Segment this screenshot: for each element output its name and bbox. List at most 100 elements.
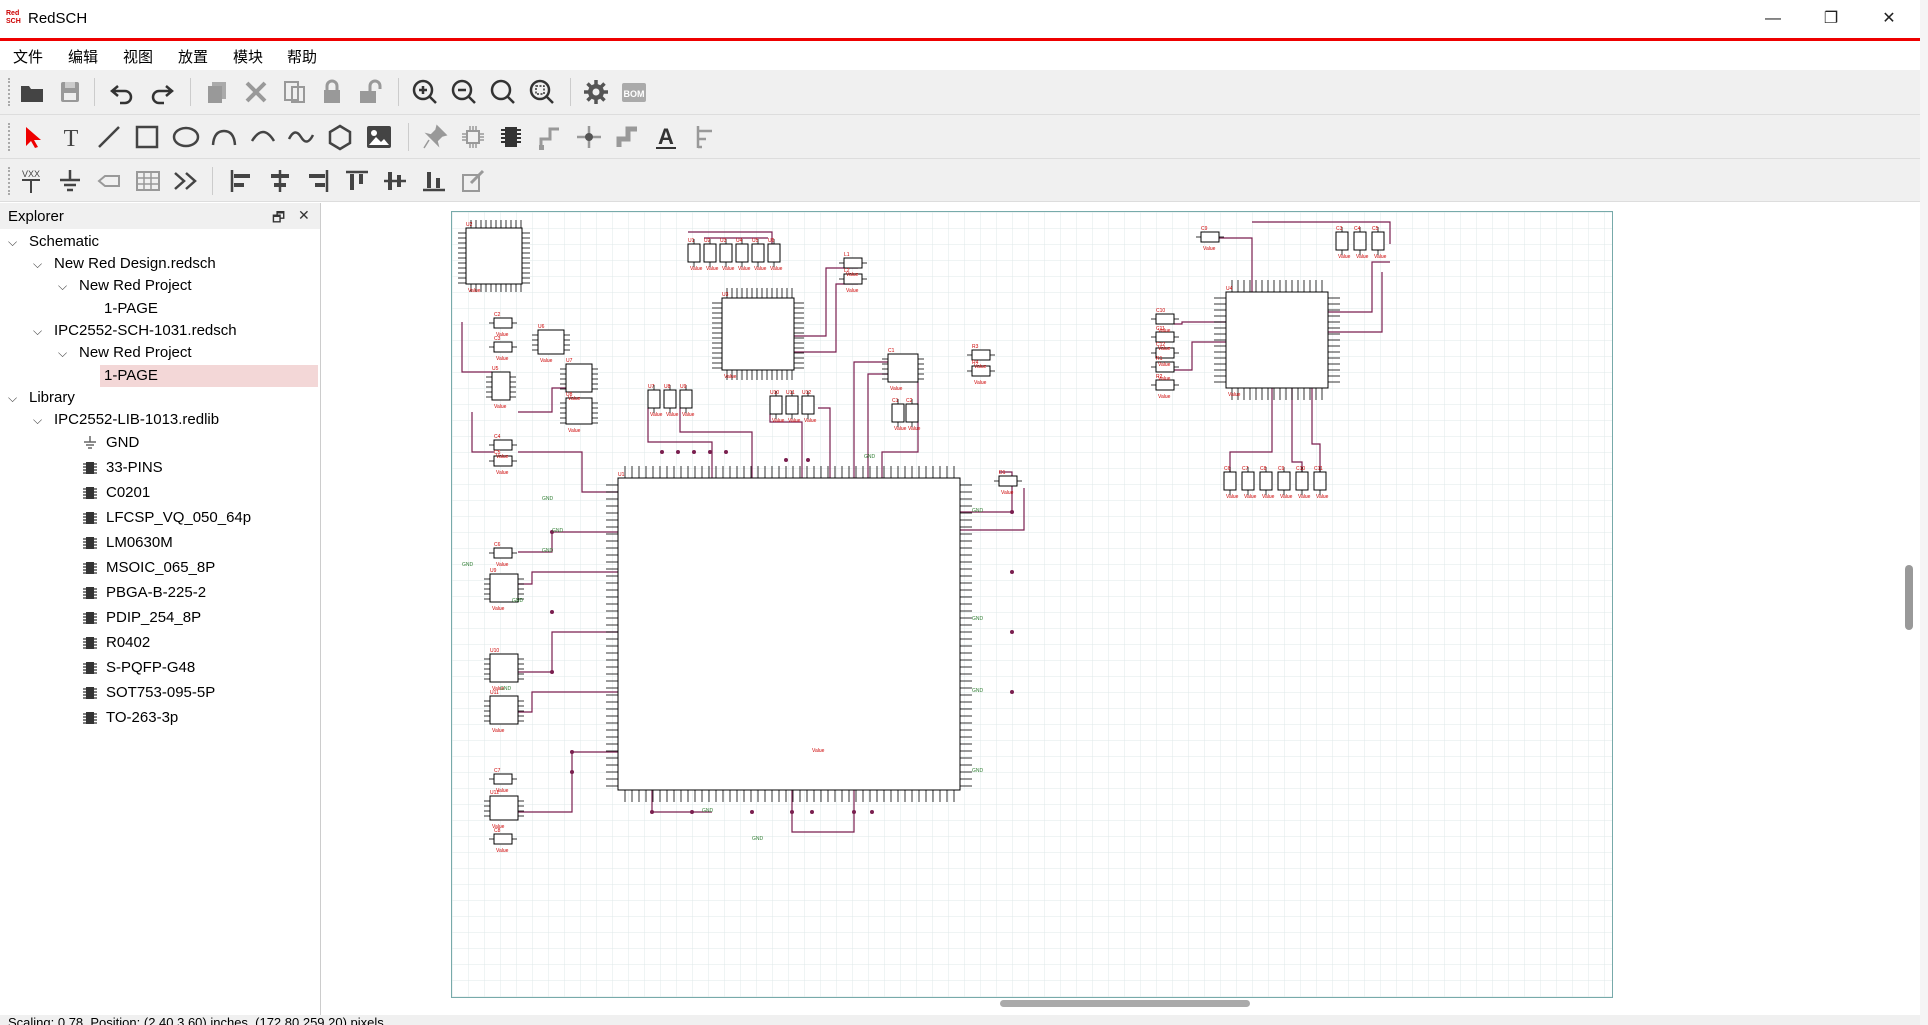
component[interactable] [801, 395, 815, 415]
toolbar-grip[interactable] [8, 123, 14, 151]
lock-icon[interactable] [316, 76, 348, 108]
pin-icon[interactable] [419, 121, 451, 153]
menu-view[interactable]: 视图 [123, 49, 154, 66]
tree-page-2-selected[interactable]: 1-PAGE [100, 365, 318, 387]
chevron-down-icon[interactable]: ⌵ [33, 413, 43, 427]
component[interactable] [679, 389, 693, 409]
bus-entry-icon[interactable] [690, 121, 722, 153]
component[interactable] [493, 833, 513, 845]
copy-icon[interactable] [201, 76, 233, 108]
component[interactable] [617, 477, 961, 791]
zoom-out-icon[interactable] [448, 76, 480, 108]
component[interactable] [663, 389, 677, 409]
chevron-down-icon[interactable]: ⌵ [58, 279, 68, 293]
component[interactable] [905, 403, 919, 423]
tree-design-1[interactable]: New Red Design.redsch [54, 255, 216, 272]
chevron-down-icon[interactable]: ⌵ [33, 324, 43, 338]
component[interactable] [1241, 471, 1255, 491]
horizontal-scrollbar[interactable] [1000, 1000, 1250, 1007]
component[interactable] [489, 653, 519, 683]
ground-icon[interactable] [54, 165, 86, 197]
component[interactable] [1371, 231, 1385, 251]
bezier-tool-icon[interactable] [285, 121, 317, 153]
component[interactable] [891, 403, 905, 423]
component[interactable] [491, 371, 511, 401]
align-center-h-icon[interactable] [264, 165, 296, 197]
tree-library-file[interactable]: IPC2552-LIB-1013.redlib [54, 411, 220, 428]
tree-schematic[interactable]: Schematic [29, 233, 100, 250]
lib-item[interactable]: R0402 [82, 632, 150, 654]
save-icon[interactable] [54, 76, 86, 108]
component[interactable] [998, 475, 1018, 487]
lib-item[interactable]: MSOIC_065_8P [82, 557, 215, 579]
component[interactable] [1155, 313, 1175, 325]
component[interactable] [1223, 471, 1237, 491]
image-tool-icon[interactable] [363, 121, 395, 153]
ellipse-tool-icon[interactable] [170, 121, 202, 153]
menu-module[interactable]: 模块 [233, 49, 264, 66]
junction-icon[interactable] [573, 121, 605, 153]
zoom-fit-icon[interactable] [487, 76, 519, 108]
component[interactable] [767, 243, 781, 263]
align-middle-v-icon[interactable] [379, 165, 411, 197]
select-arrow-icon[interactable] [17, 121, 49, 153]
edit-properties-icon[interactable] [457, 165, 489, 197]
component[interactable] [751, 243, 765, 263]
lib-item[interactable]: PDIP_254_8P [82, 607, 201, 629]
component[interactable] [489, 573, 519, 603]
paste-icon[interactable] [278, 76, 310, 108]
lib-item-gnd[interactable]: GND [82, 432, 139, 454]
component[interactable] [1225, 291, 1329, 389]
arc2-tool-icon[interactable] [247, 121, 279, 153]
align-bottom-icon[interactable] [418, 165, 450, 197]
power-vxx-icon[interactable]: VXX [15, 165, 47, 197]
chevron-down-icon[interactable]: ⌵ [8, 235, 18, 249]
rectangle-tool-icon[interactable] [131, 121, 163, 153]
close-window-button[interactable]: ✕ [1882, 10, 1896, 27]
component[interactable] [769, 395, 783, 415]
zoom-in-icon[interactable] [409, 76, 441, 108]
close-panel-button[interactable]: ✕ [298, 207, 310, 223]
menu-file[interactable]: 文件 [13, 49, 44, 66]
component[interactable] [1295, 471, 1309, 491]
component[interactable] [565, 397, 593, 425]
align-right-icon[interactable] [302, 165, 334, 197]
lib-item[interactable]: TO-263-3p [82, 707, 178, 729]
component[interactable] [1277, 471, 1291, 491]
wire-icon[interactable] [534, 121, 566, 153]
tree-design-2[interactable]: IPC2552-SCH-1031.redsch [54, 322, 237, 339]
component[interactable] [537, 329, 565, 355]
component[interactable] [465, 227, 523, 285]
tree-page-1[interactable]: 1-PAGE [104, 300, 158, 317]
unlock-icon[interactable] [354, 76, 386, 108]
menu-edit[interactable]: 编辑 [68, 49, 99, 66]
component[interactable] [493, 439, 513, 451]
component[interactable] [1313, 471, 1327, 491]
bus-icon[interactable] [612, 121, 644, 153]
component[interactable] [735, 243, 749, 263]
toolbar-grip[interactable] [8, 167, 14, 195]
lib-item[interactable]: LM0630M [82, 532, 173, 554]
lib-item[interactable]: PBGA-B-225-2 [82, 582, 206, 604]
arc-tool-icon[interactable] [208, 121, 240, 153]
line-tool-icon[interactable] [93, 121, 125, 153]
tree-library[interactable]: Library [29, 389, 75, 406]
align-top-icon[interactable] [341, 165, 373, 197]
component[interactable] [489, 695, 519, 725]
lib-item[interactable]: SOT753-095-5P [82, 682, 215, 704]
zoom-area-icon[interactable] [526, 76, 558, 108]
component[interactable] [489, 795, 519, 821]
undo-icon[interactable] [106, 76, 138, 108]
lib-item[interactable]: C0201 [82, 482, 150, 504]
component[interactable] [565, 363, 593, 393]
schematic-drawing[interactable]: U1ValueU2ValueU3ValueU4ValueU5ValueU6Val… [452, 212, 1612, 997]
tree-project-2[interactable]: New Red Project [79, 344, 192, 361]
delete-icon[interactable] [240, 76, 272, 108]
component[interactable] [1335, 231, 1349, 251]
menu-help[interactable]: 帮助 [287, 49, 318, 66]
component[interactable] [843, 257, 863, 269]
align-left-icon[interactable] [225, 165, 257, 197]
component[interactable] [719, 243, 733, 263]
table-icon[interactable] [132, 165, 164, 197]
